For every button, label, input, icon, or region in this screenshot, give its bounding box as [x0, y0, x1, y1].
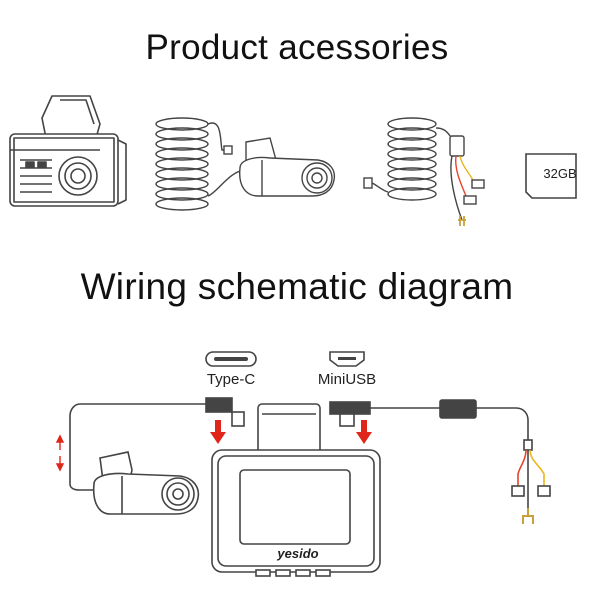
brand-logo: yesido [276, 546, 318, 561]
coiled-cable-2 [387, 117, 437, 201]
sd-card-label: 32GB [543, 166, 576, 181]
ground-fork-terminal [522, 508, 534, 524]
type-c-port-icon [205, 351, 257, 367]
power-cable [329, 399, 551, 524]
rear-camera [92, 451, 200, 515]
mini-usb-insert-arrow [356, 420, 372, 444]
dashcam-front-illustration [9, 95, 127, 207]
coiled-cable [155, 117, 209, 211]
rear-camera-cable [69, 397, 245, 491]
type-c-insert-arrow [210, 420, 226, 444]
rear-camera-cable-illustration [155, 117, 336, 211]
sd-card-illustration: 32GB [525, 153, 577, 199]
type-c-label: Type-C [207, 371, 256, 388]
hardwire-kit-illustration [363, 117, 485, 226]
dashcam-screen [239, 469, 351, 545]
accessories-title: Product acessories [145, 28, 449, 67]
mini-usb-label: MiniUSB [318, 371, 376, 388]
wiring-title: Wiring schematic diagram [80, 266, 514, 307]
mini-usb-port-icon [329, 351, 365, 367]
dashcam-back-view [211, 403, 381, 577]
cable-direction-arrows [55, 434, 65, 472]
